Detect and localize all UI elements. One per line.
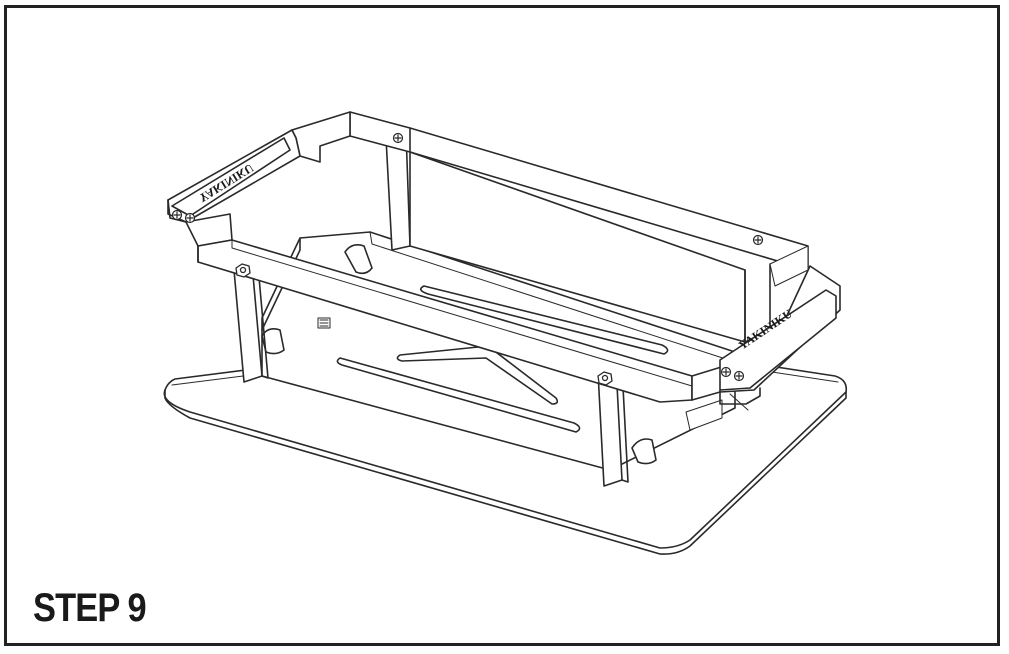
screw-icon <box>184 212 196 224</box>
screw-icon <box>392 132 404 144</box>
screw-icon <box>752 234 764 246</box>
hex-bolt-icon <box>235 263 251 278</box>
tray-slot <box>420 285 669 355</box>
screw-icon <box>733 370 745 382</box>
screws <box>171 132 764 382</box>
bolts <box>235 263 613 386</box>
hex-bolt-icon <box>597 371 613 386</box>
vent-icon <box>317 317 331 329</box>
support-legs <box>233 131 629 487</box>
screw-icon <box>720 366 732 378</box>
tray-slot <box>396 345 559 405</box>
step-label: STEP 9 <box>33 586 147 630</box>
screw-icon <box>171 209 183 221</box>
left-handle: YAKINIKU <box>171 137 291 217</box>
tray-slot <box>336 357 581 433</box>
